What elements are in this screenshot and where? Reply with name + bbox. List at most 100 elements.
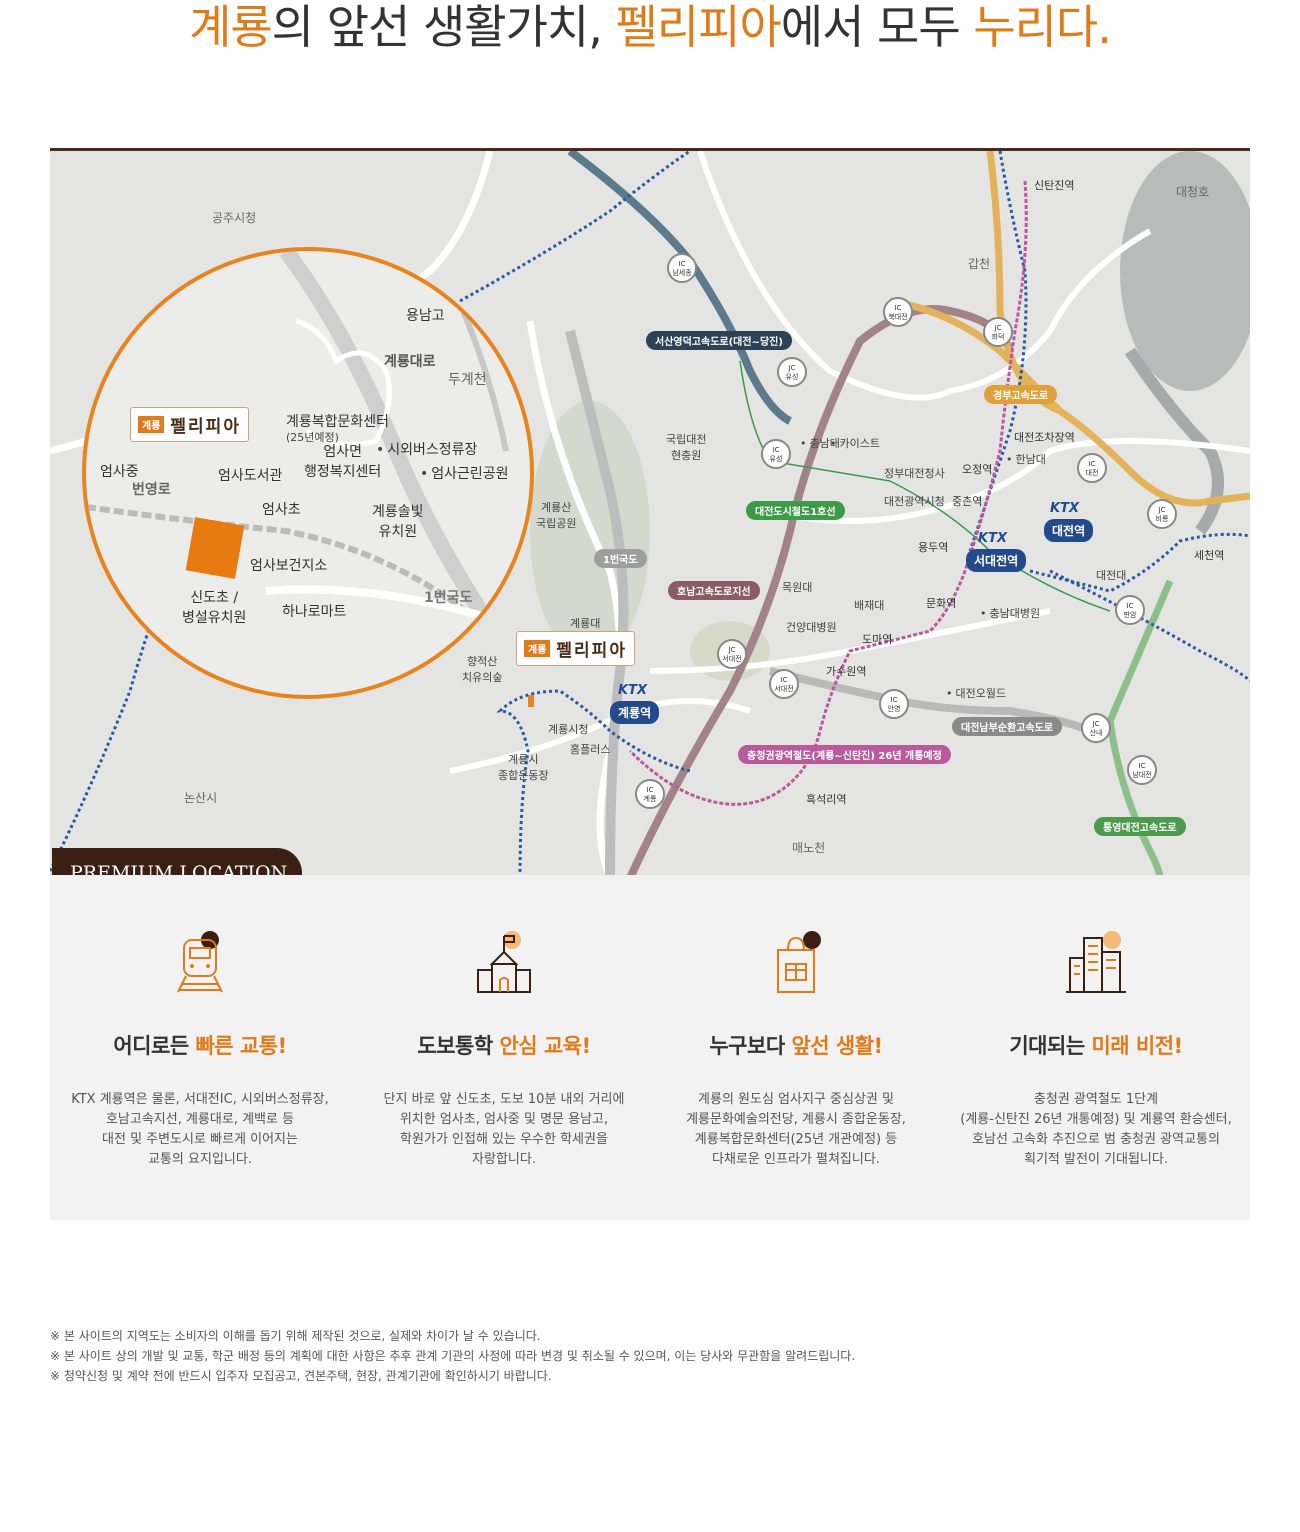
label-kaist: 카이스트: [830, 435, 880, 451]
region-daecheong: 대청호: [1176, 185, 1210, 199]
zoom-eomsa-park: 엄사근린공원: [420, 463, 508, 483]
station-gasuwon: 가수원역: [826, 665, 867, 678]
zoom-culture-center: 계룡복합문화센터: [286, 414, 390, 430]
station-sejeon: 세천역: [1194, 549, 1225, 562]
route-metro1: 대전도시철도1호선: [746, 501, 845, 520]
feature-education-title: 도보통학 안심 교육!: [417, 1034, 591, 1058]
page-headline: 계룡의 앞선 생활가치, 펠리피아에서 모두 누리다.: [0, 0, 1300, 54]
label-gov-complex: 정부대전청사: [884, 467, 945, 480]
station-munhwa: 문화역: [926, 597, 957, 610]
label-daejeon-univ: 대전대: [1096, 569, 1127, 582]
school-icon: [464, 930, 544, 1000]
station-doma: 도마역: [862, 633, 893, 646]
route-southern-ring: 대전남부순환고속도로: [952, 717, 1062, 736]
zoom-yongnam: 용남고: [406, 308, 445, 324]
ktx-logo-gyeryong: KTX: [618, 683, 647, 698]
headline-text-2: 에서 모두: [780, 0, 974, 54]
disclaimer-notes: 본 사이트의 지역도는 소비자의 이해를 돕기 위해 제작된 것으로, 실제와 …: [50, 1326, 855, 1386]
region-gapcheon: 갑천: [968, 257, 991, 271]
feature-transport-title: 어디로든 빠른 교통!: [113, 1034, 287, 1058]
train-icon: [160, 930, 240, 1000]
feature-lifestyle-title: 누구보다 앞선 생활!: [709, 1034, 883, 1058]
station-heukseokri: 흑석리역: [806, 793, 847, 806]
station-jungchon: 중촌역: [952, 495, 983, 508]
station-gyeryong: 계룡역: [610, 701, 660, 724]
zoom-beonyeong-ro: 번영로: [132, 482, 171, 498]
disclaimer-note: 청약신청 및 계약 전에 반드시 입주자 모집공고, 견본주택, 현장, 관계기…: [50, 1366, 855, 1386]
location-map: 공주시청 논산시 대청호 갑천 매노천 계룡산 국립공원 국립대전 현충원 충남…: [50, 148, 1250, 878]
label-gyeryong-cityhall: 계룡시청: [548, 723, 589, 736]
feature-vision: 기대되는 미래 비전! 충청권 광역철도 1단계 (계룡-신탄진 26년 개통예…: [946, 930, 1246, 1170]
brand-tag: 계룡: [524, 640, 551, 657]
map-roads: [50, 151, 1250, 878]
site-brand-marker: 계룡 펠리피아: [516, 631, 635, 666]
zoom-gyeryong-daero: 계룡대로: [384, 354, 436, 370]
zoom-health-center: 엄사보건지소: [250, 558, 328, 574]
disclaimer-note: 본 사이트의 지역도는 소비자의 이해를 돕기 위해 제작된 것으로, 실제와 …: [50, 1326, 855, 1346]
feature-vision-title: 기대되는 미래 비전!: [1009, 1034, 1183, 1058]
zoom-dugyecheon: 두계천: [448, 372, 487, 388]
label-hanam-univ: 한남대: [1006, 451, 1046, 467]
label-homeplus: 홈플러스: [570, 743, 611, 756]
label-hyangjeoksan: 향적산 치유의숲: [462, 655, 503, 684]
ktx-logo-daejeon: KTX: [1050, 501, 1079, 516]
station-sintanjin: 신탄진역: [1034, 179, 1075, 192]
buildings-icon: [1056, 930, 1136, 1000]
station-jochajang: 대전조차장역: [1014, 431, 1075, 444]
feature-transport-desc: KTX 계룡역은 물론, 서대전IC, 시외버스정류장, 호남고속지선, 계룡대…: [71, 1092, 329, 1167]
headline-gyeryong: 계룡: [189, 0, 273, 54]
route-gyeongbu: 경부고속도로: [984, 385, 1058, 404]
zoom-roads: [86, 251, 530, 686]
route-chungcheong-rail: 충청권광역철도(계룡~신탄진) 26년 개통예정: [738, 745, 951, 764]
zoom-sindo-elem: 신도초 / 병설유치원: [182, 590, 247, 626]
route-national-1: 1번국도: [594, 549, 647, 568]
shopping-bag-icon: [756, 930, 836, 1000]
zoom-brand-name: 펠리피아: [170, 417, 241, 437]
site-marker: [528, 695, 534, 707]
label-gyeryong-univ: 계룡대: [570, 617, 601, 630]
region-gongju: 공주시청: [212, 211, 257, 225]
label-geonyang: 건양대병원: [786, 621, 837, 634]
zoom-hanaro: 하나로마트: [282, 604, 347, 620]
zoom-route-1: 1번국도: [424, 590, 473, 606]
zoom-eomsa-office: 엄사면 행정복지센터: [304, 444, 382, 480]
feature-education-desc: 단지 바로 앞 신도초, 도보 10분 내외 거리에 위치한 엄사초, 엄사중 …: [383, 1092, 625, 1167]
station-seodaejeon: 서대전역: [966, 549, 1027, 572]
zoom-solbit-kinder: 계룡솔빛 유치원: [372, 504, 424, 540]
label-gyeryongsan-park: 계룡산 국립공원: [536, 501, 577, 530]
zoom-eomsa-middle: 엄사중: [100, 464, 139, 480]
route-honam: 호남고속도로지선: [668, 581, 760, 600]
route-seosan: 서산영덕고속도로(대전~당진): [646, 331, 792, 350]
disclaimer-note: 본 사이트 상의 개발 및 교통, 학군 배정 등의 계획에 대한 사항은 추후…: [50, 1346, 855, 1366]
label-chungnam-hospital: 충남대병원: [980, 605, 1041, 621]
label-mokwon: 목원대: [782, 581, 813, 594]
feature-lifestyle-desc: 계룡의 원도심 엄사지구 중심상권 및 계룡문화예술의전당, 계룡시 종합운동장…: [686, 1092, 906, 1167]
label-national-cemetery: 국립대전 현충원: [666, 433, 707, 462]
zoom-brand-tag: 계룡: [138, 416, 165, 433]
brand-name: 펠리피아: [556, 641, 627, 661]
route-tongyeong: 통영대전고속도로: [1094, 817, 1186, 836]
label-city-hall: 대전광역시청: [884, 495, 945, 508]
station-yongdu: 용두역: [918, 541, 949, 554]
zoom-inset: 용남고 계룡대로 두계천 계룡복합문화센터 (25년예정) 엄사면 행정복지센터…: [82, 247, 534, 699]
zoom-eomsa-library: 엄사도서관: [218, 468, 283, 484]
zoom-bus-stop: 시외버스정류장: [376, 439, 477, 459]
station-daejeon: 대전역: [1044, 519, 1094, 542]
headline-enjoy: 누리다.: [973, 0, 1112, 54]
region-nonsan: 논산시: [184, 791, 218, 805]
station-ojeong: 오정역: [962, 463, 993, 476]
zoom-brand-marker: 계룡 펠리피아: [130, 407, 249, 442]
label-stadium: 계룡시 종합운동장: [498, 753, 549, 782]
